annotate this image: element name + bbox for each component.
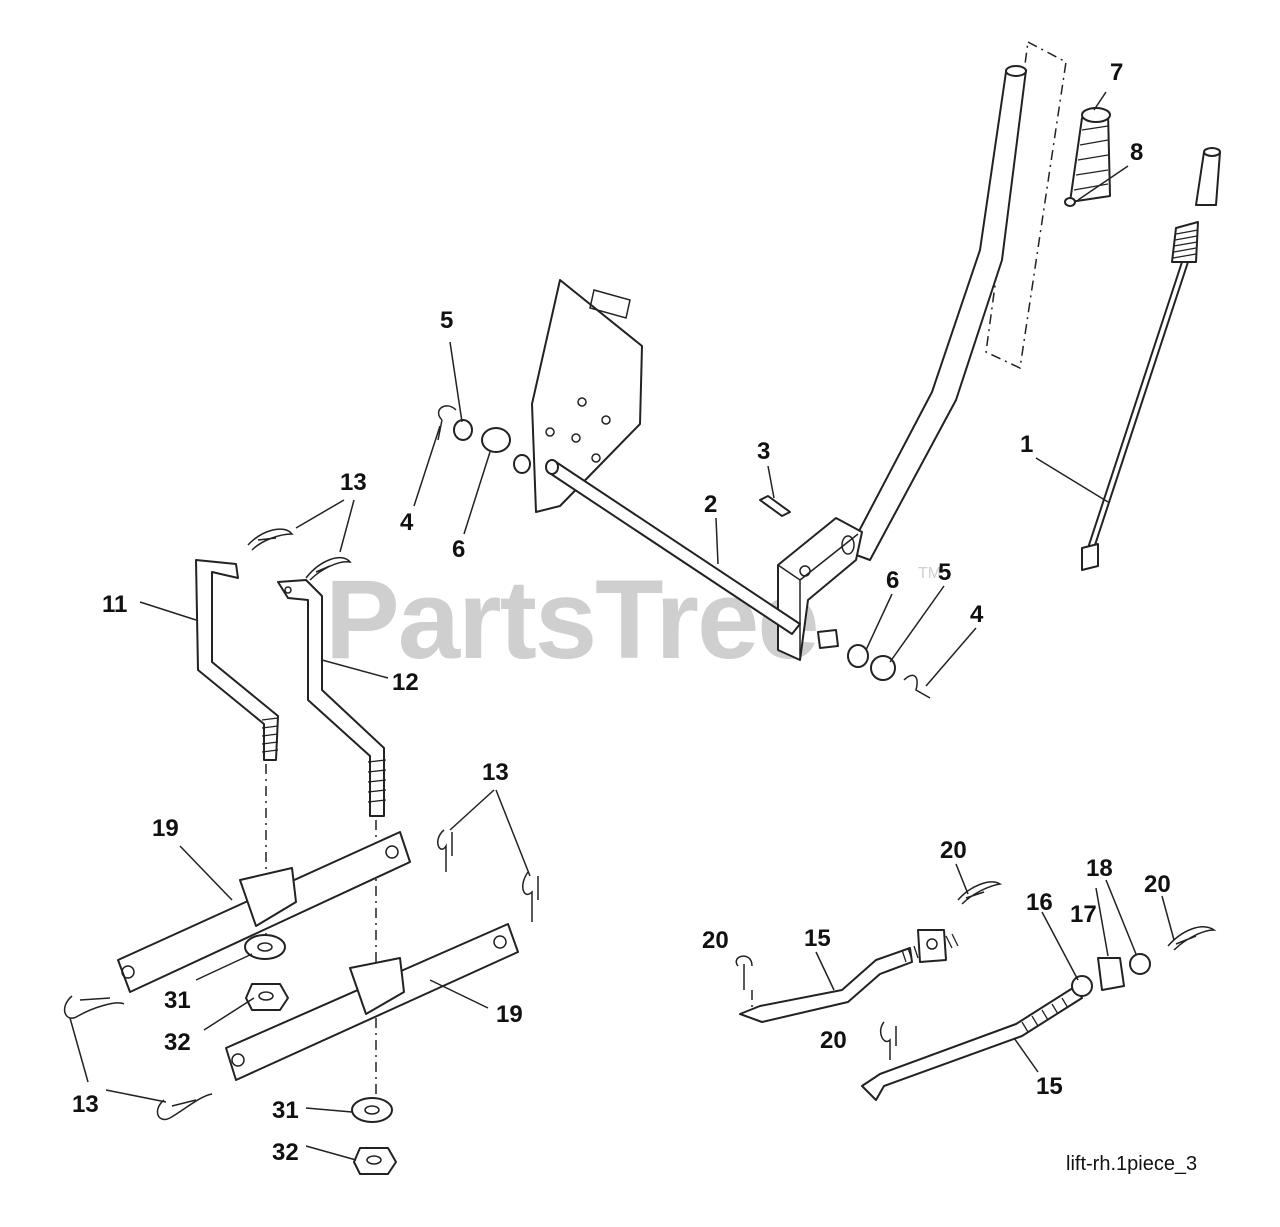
callout-20-left: 20 — [702, 927, 729, 954]
callout-11: 11 — [102, 591, 127, 618]
lift-shaft-icon — [545, 459, 839, 649]
callout-18: 18 — [1086, 855, 1113, 882]
hairpin-clip-icon — [522, 871, 539, 922]
callout-12: 12 — [392, 669, 419, 696]
callout-17: 17 — [1070, 901, 1097, 928]
hairpin-clip-icon — [437, 829, 453, 872]
callouts: 7 8 1 2 3 5 4 6 6 5 4 13 11 12 13 19 19 … — [72, 59, 1171, 1166]
left-bushing-set-icon — [437, 405, 531, 474]
adjustment-rod-icon — [1081, 147, 1221, 571]
callout-13-right: 13 — [482, 759, 509, 786]
watermark-text: PartsTree — [325, 557, 818, 682]
callout-6-left: 6 — [452, 536, 465, 563]
callout-13-bottom: 13 — [72, 1091, 99, 1118]
handle-grip-icon — [1064, 107, 1111, 207]
callout-5-left: 5 — [440, 307, 453, 334]
callout-13-top: 13 — [340, 469, 367, 496]
adjust-link-icon — [739, 929, 1151, 1101]
callout-16: 16 — [1026, 889, 1053, 916]
washer-icon — [244, 934, 393, 1123]
callout-2: 2 — [704, 491, 717, 518]
hairpin-clip-icon — [735, 955, 753, 990]
right-bushing-set-icon — [847, 644, 931, 699]
callout-31-left: 31 — [164, 987, 191, 1014]
callout-4-left: 4 — [400, 509, 414, 536]
hairpin-clip-icon — [957, 881, 1003, 905]
leader-lines — [69, 91, 1175, 1161]
callout-32-left: 32 — [164, 1029, 191, 1056]
link-rod-icon — [195, 559, 387, 817]
phantom-outline — [985, 40, 1067, 370]
hex-nut-icon — [245, 983, 397, 1175]
hairpin-clip-icon — [156, 1093, 213, 1121]
hairpin-clip-icon — [63, 995, 125, 1019]
callout-5-right: 5 — [938, 559, 951, 586]
hairpin-clip-icon — [879, 1021, 897, 1060]
callout-3: 3 — [757, 438, 770, 465]
callout-20-top: 20 — [940, 837, 967, 864]
hairpin-clip-icon — [247, 528, 352, 581]
callout-4-right: 4 — [970, 601, 984, 628]
mount-plate-icon — [531, 279, 643, 513]
callout-8: 8 — [1130, 139, 1143, 166]
hairpin-clip-icon — [1167, 926, 1217, 951]
callout-32-bottom: 32 — [272, 1139, 299, 1166]
watermark-tm: TM — [918, 565, 941, 582]
callout-15-top: 15 — [804, 925, 831, 952]
callout-20-right: 20 — [1144, 871, 1171, 898]
callout-19-bottom: 19 — [496, 1001, 523, 1028]
callout-7: 7 — [1110, 59, 1123, 86]
callout-31-bottom: 31 — [272, 1097, 299, 1124]
callout-20-bottom: 20 — [820, 1027, 847, 1054]
lift-arm-icon — [117, 831, 519, 1081]
callout-1: 1 — [1020, 431, 1033, 458]
roll-pin-icon — [759, 495, 791, 517]
callout-15-bottom: 15 — [1036, 1073, 1063, 1100]
callout-6-right: 6 — [886, 567, 899, 594]
figure-reference: lift-rh.1piece_3 — [1066, 1153, 1197, 1175]
callout-19-top: 19 — [152, 815, 179, 842]
